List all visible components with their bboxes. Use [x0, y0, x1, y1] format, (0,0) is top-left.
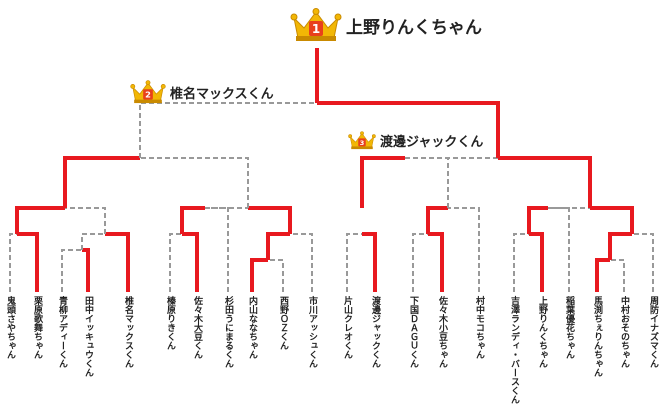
winner-path	[17, 232, 39, 292]
participant-name: 鬼頭さやちゃん	[5, 296, 15, 359]
participant-name: 稲葉優花ちゃん	[564, 296, 574, 359]
first-place-name: 上野りんくちゃん	[346, 17, 482, 38]
participant-name: 栗原歌舞ちゃん	[32, 296, 42, 359]
winner-path	[428, 232, 444, 292]
winner-path	[498, 156, 592, 208]
winner-path	[248, 206, 292, 234]
winner-path	[182, 232, 199, 292]
winner-path	[595, 258, 610, 292]
loser-path	[448, 207, 480, 292]
winner-path	[266, 232, 290, 260]
loser-path	[140, 157, 249, 208]
winner-path	[527, 206, 548, 234]
third-place-badge: 3 渡邊ジャックくん	[348, 131, 483, 150]
rank-number: 1	[312, 22, 320, 36]
third-place-name: 渡邊ジャックくん	[380, 135, 484, 150]
winner-path	[82, 248, 90, 292]
rank-number: 2	[145, 90, 151, 100]
winner-path	[250, 258, 268, 292]
winner-path	[15, 206, 65, 234]
rank-number: 3	[360, 139, 365, 147]
winner-path	[317, 101, 500, 158]
crown-icon: 3	[348, 131, 376, 150]
loser-path	[513, 233, 529, 292]
loser-path	[346, 233, 362, 292]
winner-path	[180, 206, 205, 234]
participant-name: 馬渕ちぇりんちゃん	[592, 296, 602, 377]
loser-path	[61, 249, 82, 292]
participant-name: 田中イッキュウくん	[83, 296, 93, 377]
loser-path	[405, 157, 449, 208]
participant-name: 榛原りきくん	[165, 296, 175, 350]
participant-name: 村中モコちゃん	[474, 296, 484, 359]
participant-name: 片山クレオくん	[342, 296, 352, 359]
participant-name: 椎名マックスくん	[123, 296, 133, 368]
loser-path	[65, 207, 106, 234]
participant-name: 周防イナズマくん	[648, 296, 658, 368]
loser-path	[632, 233, 654, 292]
loser-path	[610, 259, 625, 292]
participant-name: 渡邊ジャックくん	[370, 296, 380, 368]
participant-name: 上野りんくちゃん	[537, 296, 547, 368]
winner-path	[63, 156, 140, 208]
loser-path	[139, 102, 317, 158]
participant-name: 吉澤ランディ・バースくん	[509, 296, 519, 404]
participant-name: 青柳アディーくん	[57, 296, 67, 368]
participant-name: 市川アッシュくん	[307, 296, 317, 368]
loser-path	[290, 233, 313, 292]
participant-name: 佐々木小豆ちゃん	[437, 296, 447, 368]
first-place-badge: 1 上野りんくちゃん	[290, 8, 482, 42]
crown-icon: 2	[130, 80, 166, 104]
participant-name: 佐々木大豆くん	[192, 296, 202, 359]
winner-path	[105, 232, 130, 292]
winner-path	[529, 232, 544, 292]
loser-path	[548, 207, 570, 292]
crown-icon: 1	[290, 8, 342, 41]
loser-path	[268, 259, 284, 292]
winner-path	[362, 232, 377, 292]
winner-path	[608, 232, 632, 260]
loser-path	[9, 233, 17, 292]
participant-name: 西野ＯＺくん	[278, 296, 288, 350]
participant-name: 杉田うにまるくん	[223, 296, 233, 368]
loser-path	[205, 207, 229, 292]
winner-path	[426, 206, 448, 234]
loser-path	[412, 233, 428, 292]
winner-path	[360, 156, 405, 208]
second-place-badge: 2 椎名マックスくん	[130, 80, 274, 104]
winner-path	[590, 206, 634, 234]
participant-name: 内山ななちゃん	[247, 296, 257, 359]
second-place-name: 椎名マックスくん	[170, 86, 274, 102]
participant-name: 中村おそのちゃん	[619, 296, 629, 368]
loser-path	[81, 233, 105, 250]
loser-path	[169, 233, 182, 292]
participant-name: 下国ＤＡＧＵくん	[408, 296, 418, 368]
